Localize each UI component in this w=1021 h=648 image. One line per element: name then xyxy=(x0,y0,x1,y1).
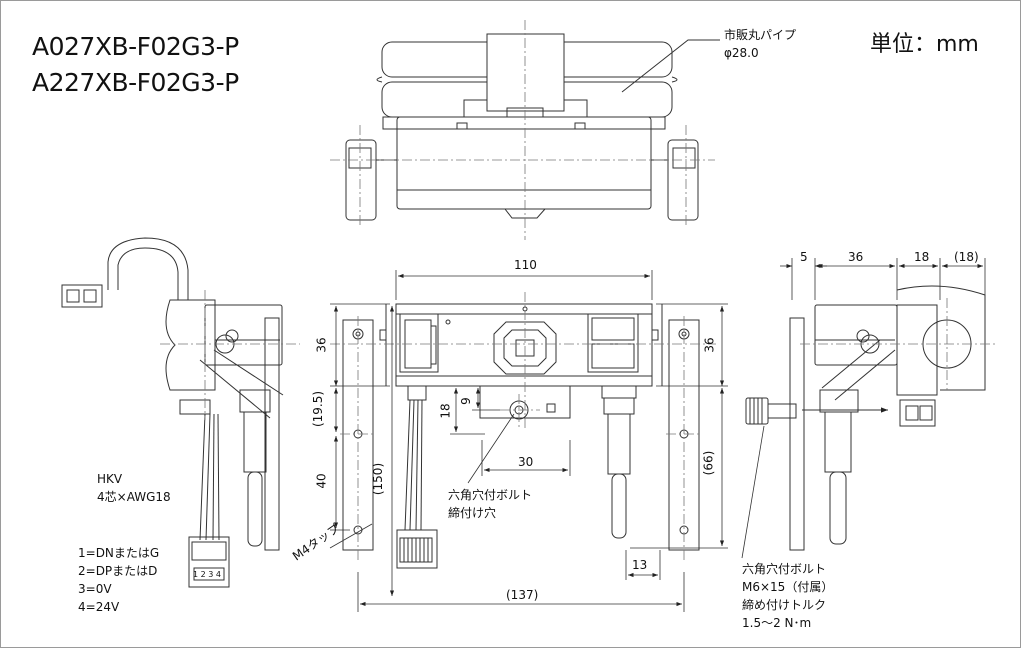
dim-side-18-ref: (18) xyxy=(954,250,979,264)
pin-2: 2=DPまたはD xyxy=(78,564,158,578)
dim-36-left: 36 xyxy=(314,337,329,353)
dim-side-5: 5 xyxy=(800,250,808,264)
dim-110: 110 xyxy=(514,258,537,272)
dim-18: 18 xyxy=(438,403,453,419)
cable-spec: 4芯×AWG18 xyxy=(97,490,171,504)
hex-hole-label-1: 六角穴付ボルト xyxy=(448,488,533,502)
dim-30: 30 xyxy=(518,455,534,469)
unit-label: 単位：mm xyxy=(870,32,979,57)
pipe-diameter: φ28.0 xyxy=(724,46,759,60)
dim-13: 13 xyxy=(632,558,648,572)
dim-66: (66) xyxy=(701,450,716,476)
dim-150: (150) xyxy=(371,462,386,496)
top-view xyxy=(345,33,699,221)
hex-hole-label-2: 締付け穴 xyxy=(448,506,497,520)
connector-pin-numbers: 1 2 3 4 xyxy=(193,570,221,579)
bolt-label-3: 締め付けトルク xyxy=(742,598,827,612)
left-side-view xyxy=(61,237,284,588)
bolt-label-2: M6×15（付属） xyxy=(742,580,834,594)
dim-19-5: (19.5) xyxy=(311,390,326,428)
right-side-view xyxy=(745,285,986,551)
dim-9: 9 xyxy=(458,397,473,405)
pin-4: 4=24V xyxy=(78,600,120,614)
pipe-name: 市販丸パイプ xyxy=(724,28,797,42)
pin-3: 3=0V xyxy=(78,582,112,596)
dim-40: 40 xyxy=(314,473,329,489)
pin-1: 1=DNまたはG xyxy=(78,546,160,560)
cable-name: HKV xyxy=(97,472,123,486)
model-title-1: A027XB-F02G3-P xyxy=(32,32,239,61)
bolt-label-1: 六角穴付ボルト xyxy=(742,562,827,576)
dim-137: (137) xyxy=(506,588,539,602)
model-title-2: A227XB-F02G3-P xyxy=(32,68,239,97)
dim-side-36: 36 xyxy=(848,250,864,264)
dim-36-right: 36 xyxy=(702,337,717,353)
dim-side-18: 18 xyxy=(914,250,930,264)
bolt-label-4: 1.5〜2 N･m xyxy=(742,616,812,630)
